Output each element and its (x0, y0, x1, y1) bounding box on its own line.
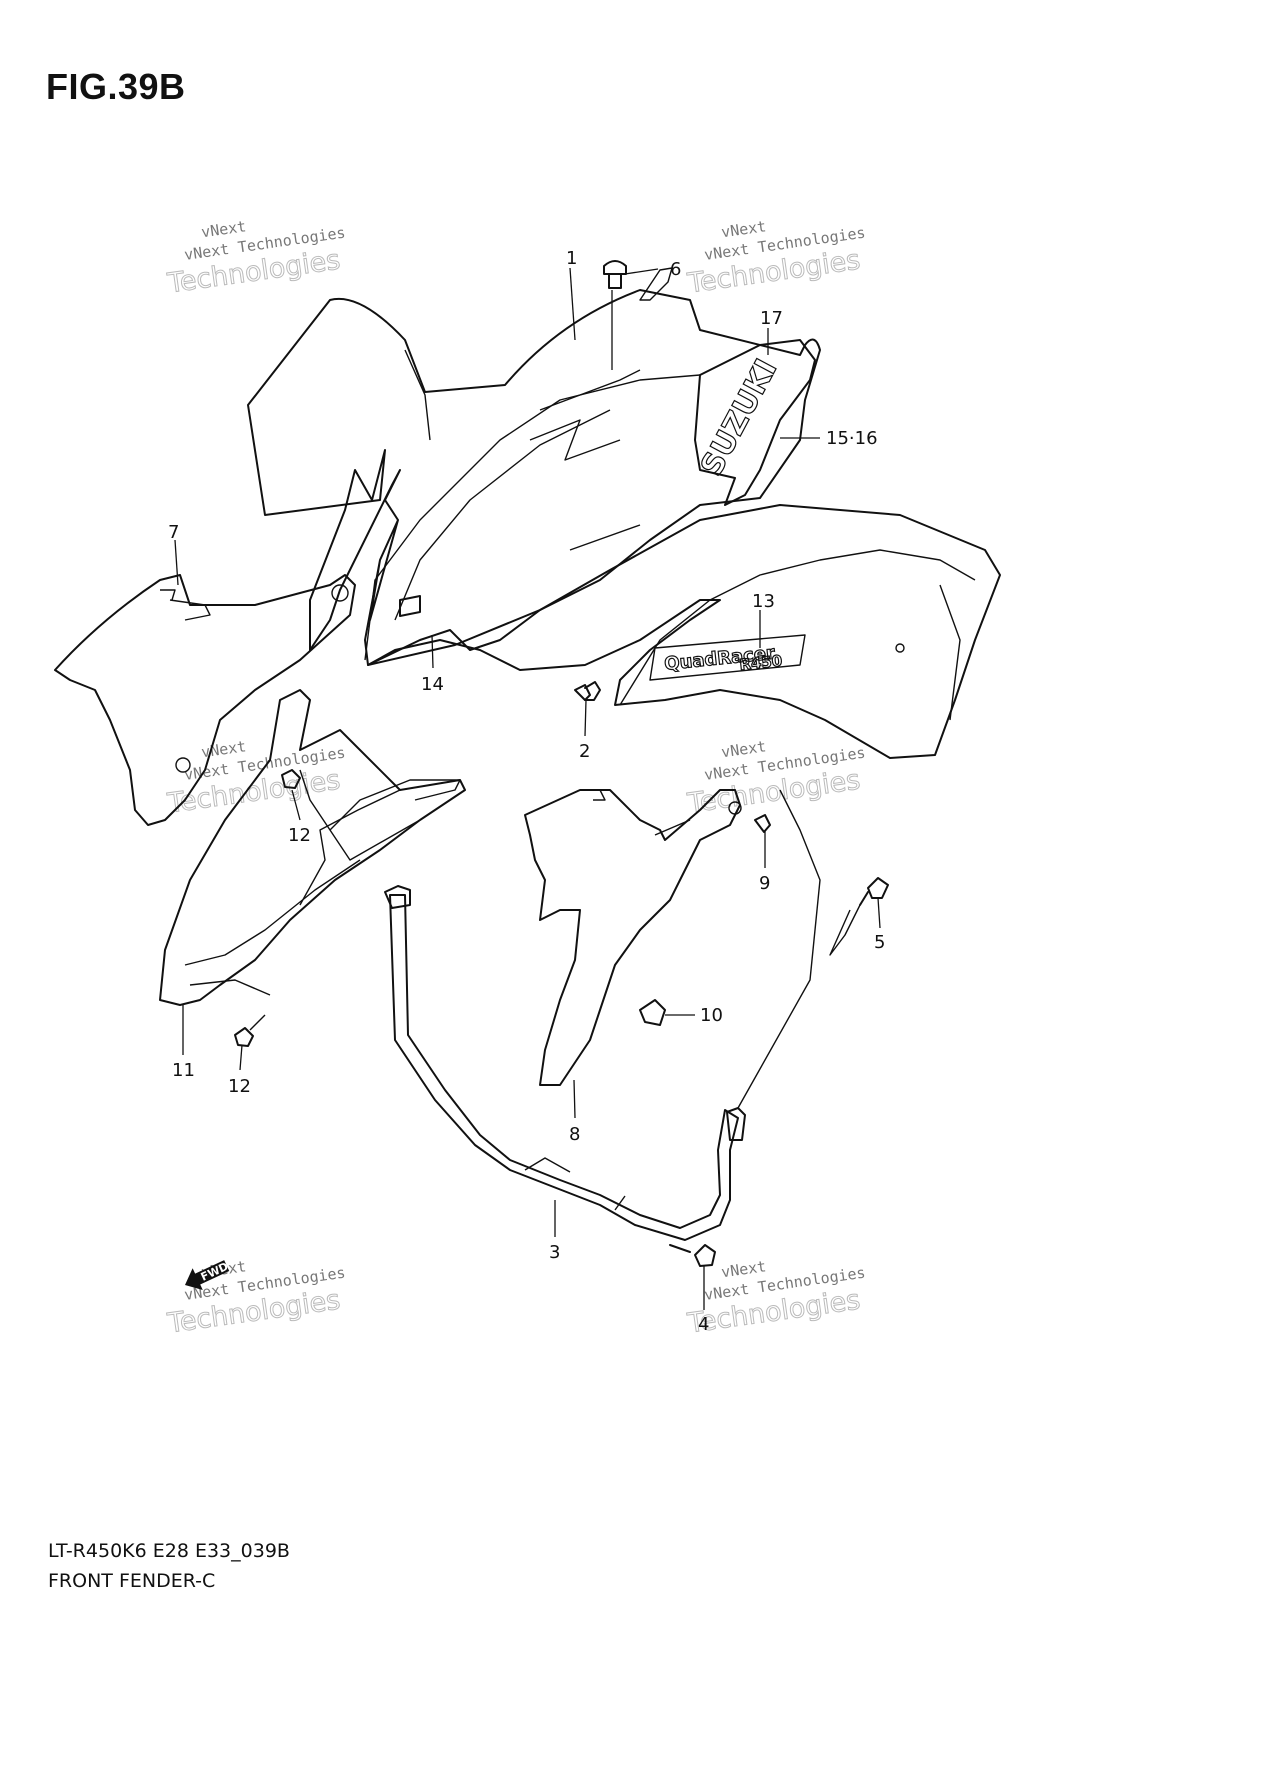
callout-5: 5 (874, 932, 885, 953)
callout-4: 4 (698, 1314, 709, 1335)
part-4-bolt (669, 1244, 716, 1267)
callout-12-upper: 12 (288, 825, 311, 846)
watermark-top-right: vNext vNext Technologies Technologies (685, 217, 867, 300)
callout-12-lower: 12 (228, 1076, 251, 1097)
quadracer-decal-bottom: R450 (739, 652, 784, 674)
part-17-side-panel: SUZUKI (694, 339, 816, 506)
part-2-fastener (574, 681, 601, 701)
watermark-bottom-left: vNext vNext Technologies Technologies (165, 1257, 347, 1340)
part-13-quadracer-decal: QuadRacer R450 (649, 634, 806, 681)
callout-15-16: 15·16 (826, 428, 878, 449)
part-9-fastener (754, 814, 771, 833)
callout-6: 6 (670, 259, 681, 280)
callout-1: 1 (566, 248, 577, 269)
callout-2: 2 (579, 741, 590, 762)
part-5-bolt (829, 877, 889, 956)
model-code: LT-R450K6 E28 E33_039B (48, 1540, 290, 1562)
part-7-left-bracket (54, 574, 356, 826)
watermark-mid-right: vNext vNext Technologies Technologies (685, 737, 867, 820)
callout-17: 17 (760, 308, 783, 329)
part-8-inner-panel (524, 789, 742, 1086)
diagram-name: FRONT FENDER-C (48, 1570, 216, 1592)
callout-14: 14 (421, 674, 444, 695)
part-10-fastener (639, 999, 666, 1026)
callout-8: 8 (569, 1124, 580, 1145)
callout-11: 11 (172, 1060, 195, 1081)
callout-7: 7 (168, 522, 179, 543)
callout-3: 3 (549, 1242, 560, 1263)
figure-title: FIG.39B (46, 66, 186, 107)
part-12-screw-lower (234, 1014, 266, 1047)
part-14-fender-wing (367, 504, 1001, 759)
part-1-front-fender (247, 267, 821, 666)
part-12-screw-upper (281, 769, 301, 789)
watermark-top-left: vNext vNext Technologies Technologies (165, 217, 347, 300)
part-11-left-side-cover (159, 689, 466, 1006)
callout-10: 10 (700, 1005, 723, 1026)
suzuki-decal: SUZUKI (694, 354, 784, 482)
callout-13: 13 (752, 591, 775, 612)
part-3-brace (384, 789, 821, 1241)
callout-9: 9 (759, 873, 770, 894)
part-6-grommet (603, 260, 627, 370)
